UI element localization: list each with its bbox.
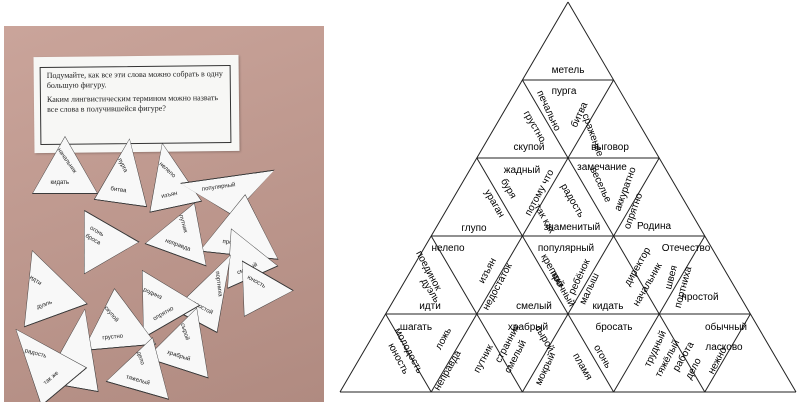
- pyramid-word: замечание: [577, 162, 627, 173]
- task-note-frame: Подумайте, как все эти слова можно собра…: [39, 65, 232, 146]
- pyramid-diagonal: [613, 157, 660, 237]
- pyramid-word: храбрый: [508, 321, 548, 333]
- pyramid-word: неправда: [432, 348, 464, 392]
- pyramid-word: бросать: [596, 321, 633, 333]
- pyramid-diagonal: [521, 79, 569, 159]
- task-line-1: Подумайте, как все эти слова можно собра…: [46, 69, 223, 90]
- pyramid-word: радость: [558, 182, 586, 220]
- pyramid-word: идти: [419, 301, 441, 312]
- pyramid-word: ложь: [433, 326, 454, 352]
- pyramid-grid: [339, 1, 797, 393]
- pyramid-word: популярный: [538, 243, 594, 254]
- pyramid-right-edge: [567, 1, 797, 393]
- pyramid-word: огонь: [591, 343, 613, 370]
- pyramid-diagonal: [613, 235, 660, 315]
- pyramid-diagonal: [658, 313, 706, 393]
- pyramid-word: метель: [552, 65, 585, 76]
- pyramid-diagonal: [521, 235, 569, 315]
- pyramid-diagonal: [476, 235, 523, 315]
- pyramid-word: глупо: [461, 223, 487, 234]
- pyramid-word: нелепо: [431, 243, 465, 254]
- pyramid-diagonal: [567, 235, 615, 315]
- pyramid-diagonal: [385, 313, 432, 393]
- photo-of-puzzle-pieces: Подумайте, как все эти слова можно собра…: [4, 26, 324, 402]
- pyramid-diagonal: [430, 235, 478, 315]
- pyramid-word: сырой: [532, 323, 556, 354]
- pyramid-word: ласково: [705, 342, 743, 353]
- pyramid-diagonal: [521, 157, 569, 237]
- pyramid-left-edge: [339, 1, 569, 393]
- piece-word: кидать: [50, 180, 70, 187]
- pyramid-diagonal: [476, 313, 523, 393]
- pyramid-word: простой: [681, 292, 718, 303]
- pyramid-diagonal: [430, 313, 478, 393]
- pyramid-word: ураган: [482, 188, 507, 220]
- pyramid-word: обычный: [705, 321, 747, 333]
- pyramid-word: смелый: [516, 301, 552, 312]
- pyramid-word: путник: [472, 342, 496, 375]
- pyramid-word: кидать: [593, 301, 624, 312]
- pyramid-word: буря: [498, 176, 519, 200]
- pyramid-word: шагать: [400, 322, 432, 333]
- pyramid-diagonal: [567, 157, 615, 237]
- pyramid-word: Отечество: [662, 243, 711, 254]
- pyramid-diagonal: [658, 235, 706, 315]
- pyramid-word: знаменитый: [544, 222, 601, 233]
- pyramid-diagonal: [704, 313, 751, 393]
- pyramid-word: мокрый: [533, 351, 558, 388]
- pyramid-word: Родина: [637, 221, 672, 232]
- pyramid-diagonal: [613, 313, 660, 393]
- pyramid-word: пурга: [552, 86, 577, 97]
- pyramid-word: пламя: [570, 351, 594, 382]
- pyramid-word: жадный: [504, 165, 540, 176]
- pyramid-diagonal: [476, 157, 523, 237]
- pyramid-word: грустно: [521, 109, 548, 145]
- task-line-2: Каким лингвистическим термином можно наз…: [46, 93, 219, 114]
- pyramid-diagonal: [521, 313, 569, 393]
- pyramid-diagonal: [567, 313, 615, 393]
- pyramid-diagonal: [567, 79, 615, 159]
- pyramid-word: выговор: [591, 142, 629, 153]
- pyramid-word: скупой: [513, 142, 544, 153]
